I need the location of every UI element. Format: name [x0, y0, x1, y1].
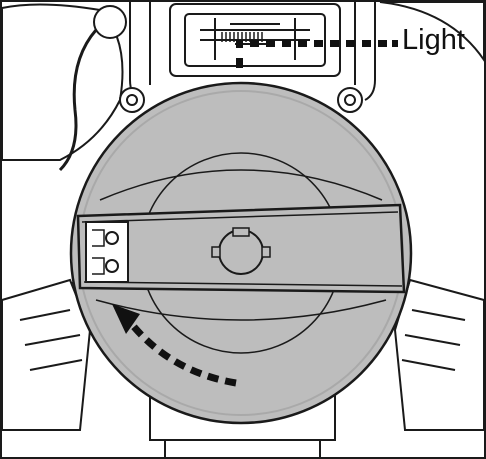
upper-right-bolt — [337, 87, 363, 113]
right-arm — [393, 278, 485, 431]
light-callout-label: Light — [402, 24, 465, 56]
center-hub — [211, 227, 271, 275]
top-left-knob — [1, 3, 127, 172]
light-leader-line — [236, 40, 398, 68]
rotation-arrow-icon — [112, 304, 237, 387]
upper-left-bolt — [119, 87, 145, 113]
top-right-housing — [379, 1, 485, 64]
left-arm — [1, 278, 92, 431]
light-grille — [221, 32, 263, 42]
connector-panel — [85, 221, 129, 283]
